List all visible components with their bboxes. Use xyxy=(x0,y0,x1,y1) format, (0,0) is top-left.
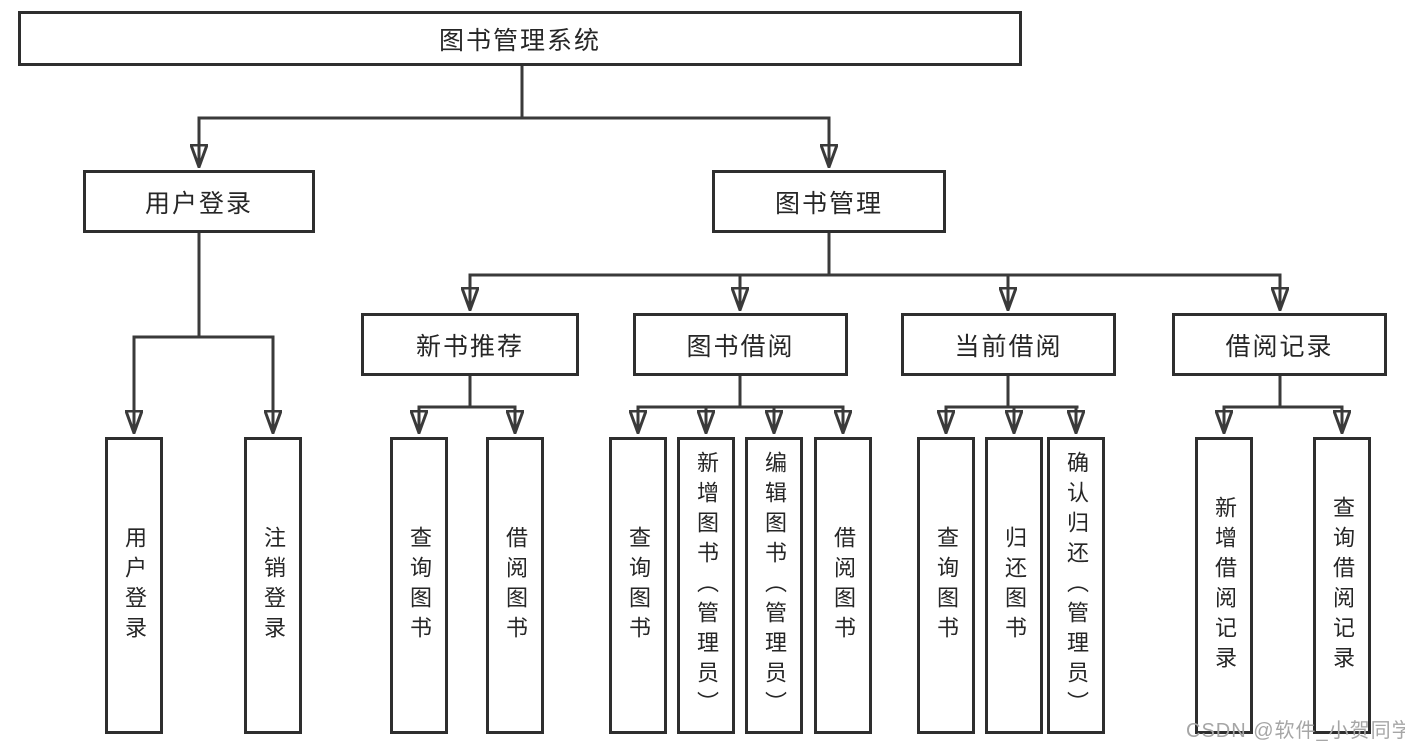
leaf-query-books-3: 查询图书 xyxy=(917,437,975,734)
node-current-borrow: 当前借阅 xyxy=(901,313,1116,376)
wire-current-to-leaves xyxy=(946,374,1077,433)
leaf-edit-book-admin: 编辑图书（管理员） xyxy=(745,437,803,734)
wire-root-to-level1 xyxy=(199,64,829,167)
wire-mgmt-to-level2 xyxy=(470,231,1280,310)
node-book-management: 图书管理 xyxy=(712,170,946,233)
wire-login-to-leaves xyxy=(134,231,273,433)
node-root-system: 图书管理系统 xyxy=(18,11,1022,66)
leaf-query-books-1: 查询图书 xyxy=(390,437,448,734)
leaf-logout: 注销登录 xyxy=(244,437,302,734)
node-book-borrow: 图书借阅 xyxy=(633,313,848,376)
wire-newbook-to-leaves xyxy=(419,374,515,433)
leaf-confirm-return-admin: 确认归还（管理员） xyxy=(1047,437,1105,734)
node-new-book-recommend: 新书推荐 xyxy=(361,313,579,376)
leaf-user-login: 用户登录 xyxy=(105,437,163,734)
leaf-add-borrow-record: 新增借阅记录 xyxy=(1195,437,1253,734)
leaf-query-borrow-record: 查询借阅记录 xyxy=(1313,437,1371,734)
leaf-add-book-admin: 新增图书（管理员） xyxy=(677,437,735,734)
leaf-borrow-books-2: 借阅图书 xyxy=(814,437,872,734)
leaf-borrow-books-1: 借阅图书 xyxy=(486,437,544,734)
leaf-return-book: 归还图书 xyxy=(985,437,1043,734)
node-user-login: 用户登录 xyxy=(83,170,315,233)
leaf-query-books-2: 查询图书 xyxy=(609,437,667,734)
csdn-watermark: CSDN @软件_小贺同学 xyxy=(1186,720,1405,742)
node-borrow-records: 借阅记录 xyxy=(1172,313,1387,376)
wire-borrow-to-leaves xyxy=(638,374,843,433)
wire-record-to-leaves xyxy=(1224,374,1342,433)
